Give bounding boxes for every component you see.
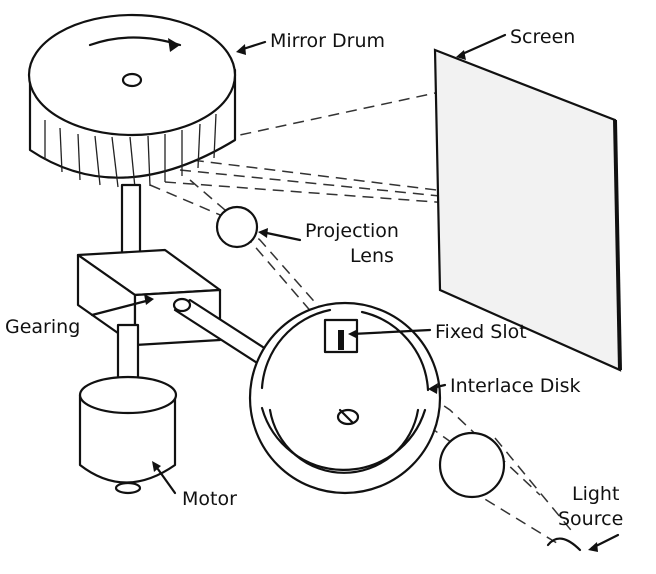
light-source-label-line1: Light (572, 483, 619, 505)
projection-lens-label-line2: Lens (350, 245, 394, 267)
interlace-disk (248, 301, 442, 495)
mirror-drum (27, 13, 237, 189)
fixed-slot-label: Fixed Slot (435, 321, 527, 343)
motor-label: Motor (182, 488, 237, 510)
mirror-drum-label: Mirror Drum (270, 30, 385, 52)
gearing-label: Gearing (5, 316, 80, 338)
gearing-box (76, 248, 222, 347)
fixed-slot (323, 318, 359, 354)
light-source-label-line2: Source (558, 508, 623, 530)
condenser-lens (438, 431, 506, 499)
screen (433, 48, 622, 372)
motor (78, 375, 178, 495)
projection-lens-label-line1: Projection (305, 220, 399, 242)
projection-lens (215, 205, 259, 249)
interlace-disk-label: Interlace Disk (450, 375, 581, 397)
light-source (546, 537, 582, 552)
screen-label: Screen (510, 26, 575, 48)
leader-lines (90, 33, 620, 552)
